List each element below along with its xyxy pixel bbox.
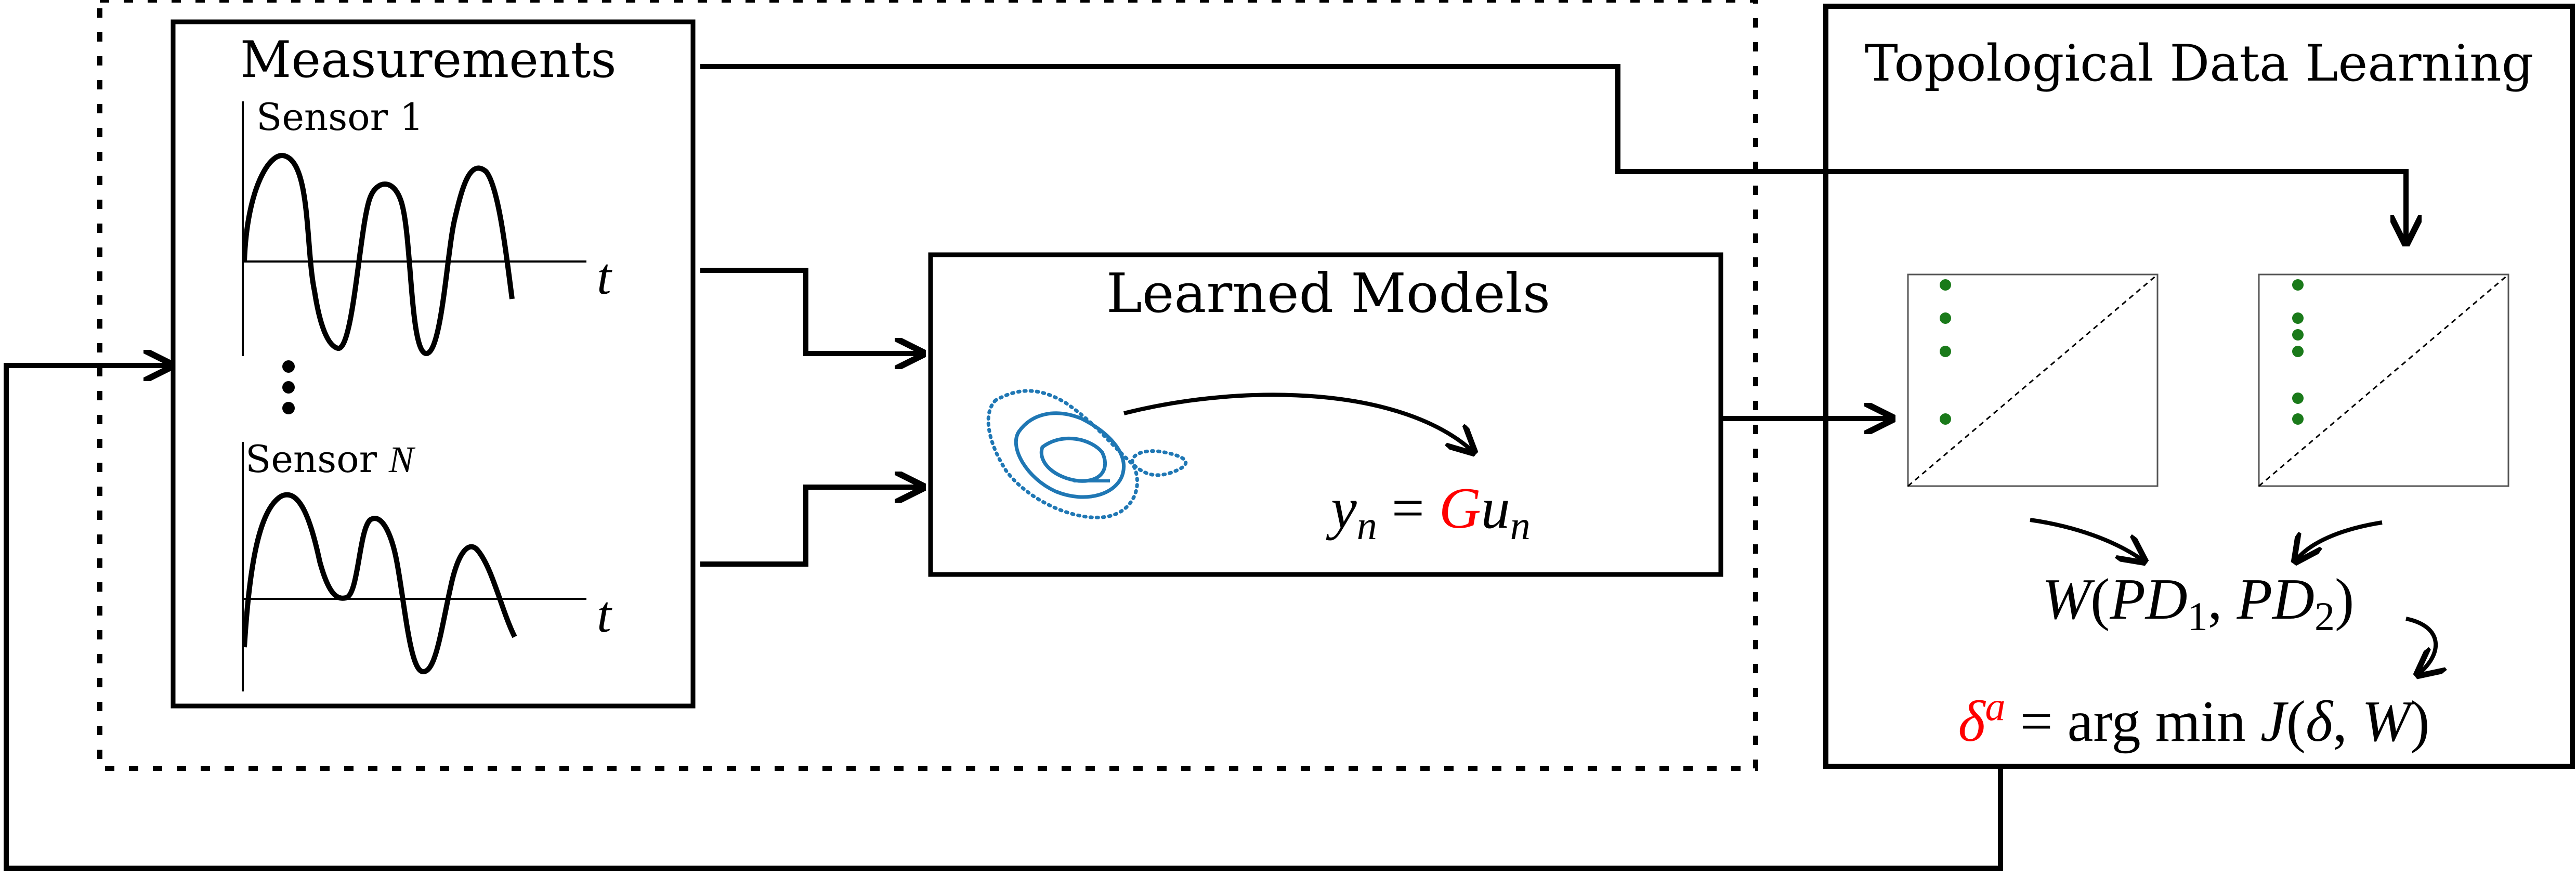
pd2-to-w-arrow [2295,520,2383,561]
measurements-frame [171,19,696,709]
sensor-1-label: Sensor 1 [256,95,424,139]
pd2-point [2292,279,2304,291]
pd1-point [1940,279,1951,291]
delta-a: δ [1958,689,1986,754]
persistence-diagram-2 [2258,273,2509,487]
operator-g: G [1439,476,1481,541]
pd1-point [1940,413,1951,425]
dotted-enclosure [97,0,1758,771]
argmin-expression: δa = arg min J(δ, W) [1958,684,2429,754]
pd2-point [2292,312,2304,324]
attractor-plot [986,389,1188,519]
pd1-to-w-arrow [2030,518,2145,561]
pd2-point [2292,329,2304,341]
model-arrow [1123,393,1474,452]
learned-models-box: Learned Models yn = Gun [928,252,1723,577]
measurements-to-model-arrow-2 [700,487,923,567]
sensor-1-signal [242,153,515,356]
sensor-n-label: Sensor N [245,437,416,481]
measurements-to-model-arrow-1 [700,268,923,354]
measurements-title: Measurements [240,31,617,89]
time-axis-label-1: t [597,247,612,305]
ellipsis-dots [282,360,295,414]
pd2-point [2292,413,2304,425]
learned-models-title: Learned Models [1106,262,1550,325]
pd1-point [1940,312,1951,324]
measurements-to-tdl-arrow [700,64,2406,243]
measurements-box: Measurements Sensor 1 t Sensor N t [171,19,696,709]
tdl-title: Topological Data Learning [1865,34,2534,93]
time-axis-label-2: t [597,585,612,643]
persistence-diagram-1 [1907,273,2159,487]
pd1-point [1940,346,1951,357]
pd2-point [2292,346,2304,357]
feedback-arrow [4,365,2003,871]
tdl-box: Topological Data Learning W(PD1, PD2) [1823,4,2575,769]
sensor-n-signal [242,492,517,674]
model-equation: yn = Gun [1326,476,1531,548]
wasserstein-expression: W(PD1, PD2) [2042,567,2354,639]
pd2-point [2292,393,2304,404]
w-to-argmin-arrow [2405,617,2436,675]
